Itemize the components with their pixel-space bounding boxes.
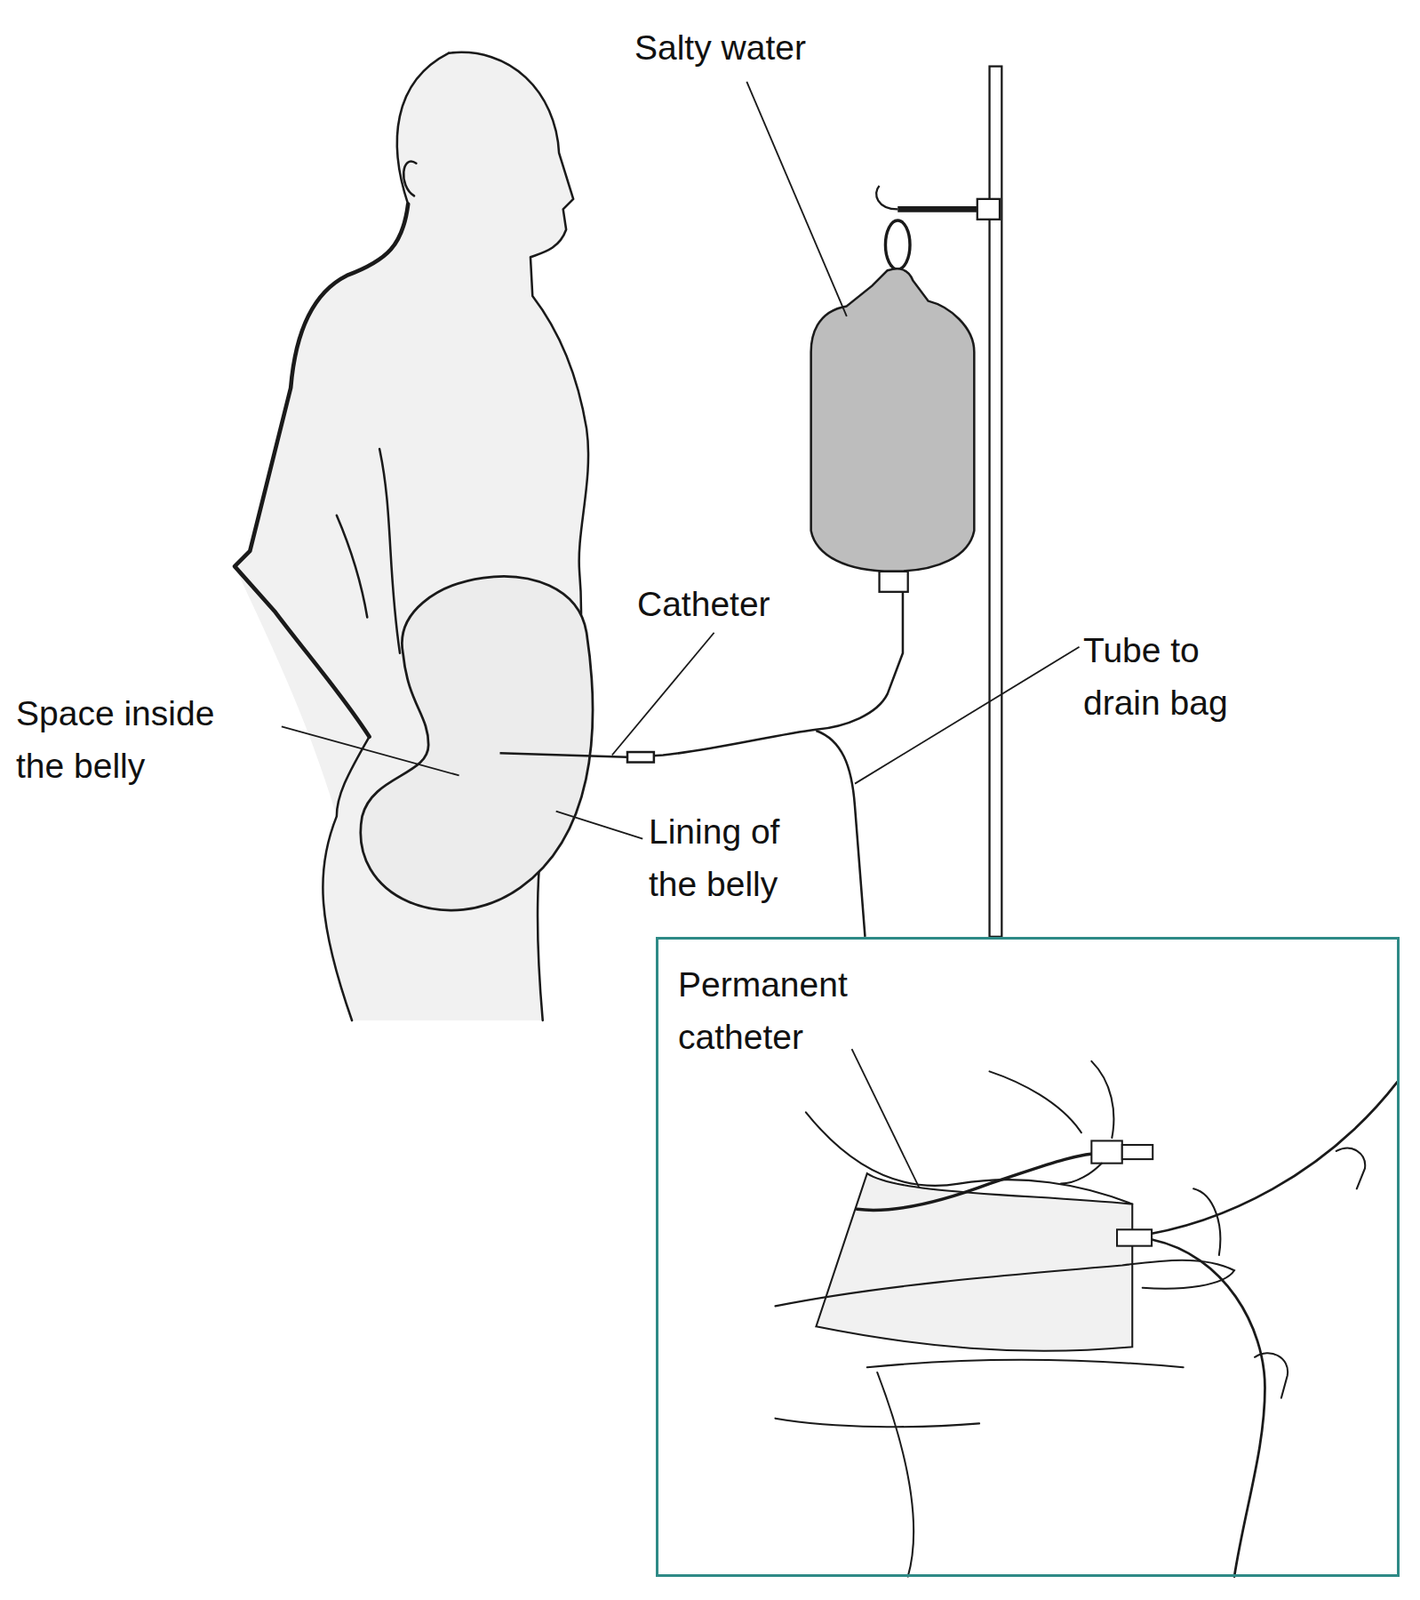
permanent-catheter-tube [856, 1152, 1102, 1210]
arm-outline [379, 448, 400, 654]
inset-box: Permanent catheter [655, 936, 1400, 1577]
tubing [500, 591, 903, 937]
hook [876, 185, 898, 209]
leader-line [281, 725, 460, 775]
hip-outline [322, 736, 369, 1021]
cavity-label: Space inside the belly [15, 687, 239, 792]
drain-tube [815, 730, 865, 937]
inset-label: Permanent catheter [678, 958, 883, 1063]
inset-sketch [774, 1061, 1397, 1577]
catheter-connector [627, 751, 655, 762]
catheter-cap [1122, 1144, 1153, 1159]
bag-tubing [1132, 1081, 1397, 1577]
leader-line [612, 632, 715, 756]
tube-connector [1116, 1228, 1152, 1245]
pole-clamp [977, 199, 1000, 220]
catheter-label: Catheter [637, 578, 860, 631]
bag-ring [885, 220, 910, 270]
back-outline [234, 204, 408, 737]
leader-lines [281, 81, 1080, 1197]
leader-line [556, 811, 644, 839]
pole-arm [897, 206, 990, 213]
waistband [774, 1359, 1183, 1577]
upper-hand [989, 1061, 1115, 1184]
belly-cavity [360, 575, 593, 910]
head-back-outline [397, 53, 449, 205]
bag-port [879, 571, 909, 592]
hand-outline [336, 515, 367, 618]
catheter-clamp [1091, 1140, 1122, 1163]
drain-tube-label: Tube to drain bag [1083, 624, 1277, 729]
ear [403, 160, 416, 196]
leader-line [854, 646, 1080, 784]
lower-hand [774, 1188, 1235, 1306]
leader-line [746, 81, 847, 317]
tube-clamp [1254, 1148, 1365, 1398]
lining-label: Lining of the belly [648, 805, 809, 910]
dialysis-bag [811, 268, 975, 572]
leader-line [852, 1048, 924, 1196]
catheter-line [500, 752, 628, 758]
belly-skin [815, 1172, 1133, 1351]
pole [989, 66, 1003, 937]
bag-label: Salty water [634, 22, 902, 75]
